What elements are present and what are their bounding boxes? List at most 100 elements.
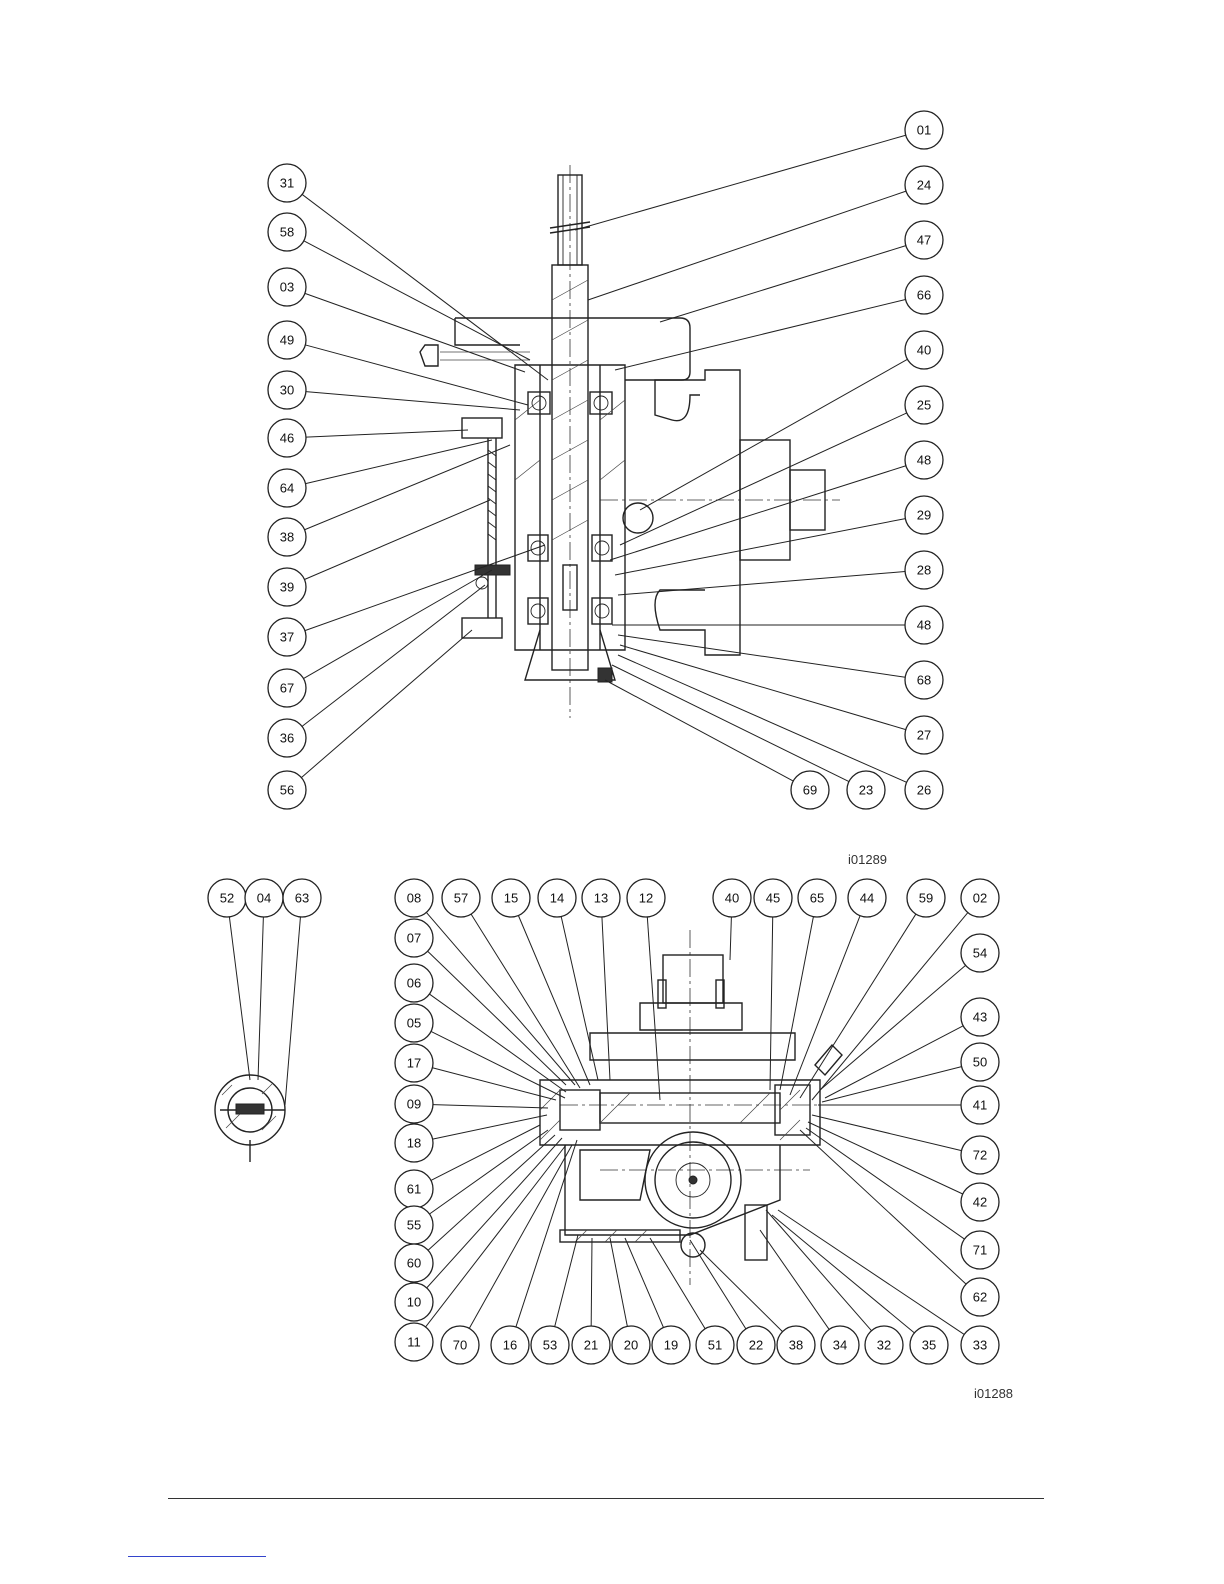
leader-line: [575, 135, 906, 230]
callout-number: 04: [257, 891, 271, 906]
part-callout-57: 57: [442, 879, 480, 917]
callout-number: 38: [789, 1338, 803, 1353]
callout-number: 31: [280, 176, 294, 191]
part-callout-27: 27: [905, 716, 943, 754]
part-callout-01: 01: [905, 111, 943, 149]
part-callout-52: 52: [208, 879, 246, 917]
callout-number: 48: [917, 453, 931, 468]
part-callout-53: 53: [531, 1326, 569, 1364]
callout-number: 30: [280, 383, 294, 398]
callout-number: 53: [543, 1338, 557, 1353]
part-callouts: 0124476640254829284868272623693158034930…: [208, 111, 999, 1364]
callout-number: 22: [749, 1338, 763, 1353]
leader-line: [620, 645, 906, 730]
callout-number: 20: [624, 1338, 638, 1353]
callout-number: 26: [917, 783, 931, 798]
part-callout-37: 37: [268, 618, 306, 656]
part-callout-38: 38: [268, 518, 306, 556]
part-callout-25: 25: [905, 386, 943, 424]
callout-number: 67: [280, 681, 294, 696]
leader-line: [431, 1125, 540, 1180]
part-callout-22: 22: [737, 1326, 775, 1364]
leader-line: [700, 1250, 782, 1332]
leader-line: [790, 916, 860, 1095]
part-callout-48: 48: [905, 606, 943, 644]
callout-number: 56: [280, 783, 294, 798]
callout-number: 64: [280, 481, 294, 496]
leader-line: [730, 917, 731, 960]
part-callout-31: 31: [268, 164, 306, 202]
leader-line: [303, 570, 492, 679]
leader-line: [812, 913, 968, 1100]
callout-number: 70: [453, 1338, 467, 1353]
leader-line: [618, 635, 905, 677]
callout-number: 68: [917, 673, 931, 688]
leader-line: [305, 445, 510, 530]
callout-number: 33: [973, 1338, 987, 1353]
callout-number: 03: [280, 280, 294, 295]
callout-number: 62: [973, 1290, 987, 1305]
footer-link-underline[interactable]: [128, 1556, 266, 1557]
leader-line: [258, 917, 263, 1080]
part-callout-12: 12: [627, 879, 665, 917]
part-callout-43: 43: [961, 998, 999, 1036]
part-callout-42: 42: [961, 1183, 999, 1221]
leader-line: [428, 951, 566, 1085]
part-callout-70: 70: [441, 1326, 479, 1364]
leader-line: [690, 1240, 746, 1329]
part-callout-23: 23: [847, 771, 885, 809]
part-callout-41: 41: [961, 1086, 999, 1124]
leader-line: [429, 994, 566, 1092]
callout-number: 57: [454, 891, 468, 906]
part-callout-64: 64: [268, 469, 306, 507]
leader-line: [772, 1215, 914, 1333]
callout-number: 49: [280, 333, 294, 348]
callout-number: 25: [917, 398, 931, 413]
part-callout-05: 05: [395, 1004, 433, 1042]
part-callout-09: 09: [395, 1085, 433, 1123]
footer-rule: [168, 1498, 1044, 1499]
leader-line: [800, 1130, 966, 1284]
callout-number: 17: [407, 1056, 421, 1071]
leader-line: [555, 1235, 578, 1327]
part-callout-08: 08: [395, 879, 433, 917]
leader-line: [304, 500, 490, 580]
callout-number: 21: [584, 1338, 598, 1353]
part-callout-36: 36: [268, 719, 306, 757]
part-callout-67: 67: [268, 669, 306, 707]
part-callout-02: 02: [961, 879, 999, 917]
callout-number: 34: [833, 1338, 847, 1353]
part-callout-10: 10: [395, 1283, 433, 1321]
part-callout-38: 38: [777, 1326, 815, 1364]
callout-number: 23: [859, 783, 873, 798]
leader-line: [615, 299, 906, 370]
part-callout-60: 60: [395, 1244, 433, 1282]
leader-line: [428, 1135, 555, 1250]
callout-number: 66: [917, 288, 931, 303]
leader-line: [588, 191, 906, 300]
callout-number: 52: [220, 891, 234, 906]
part-callout-45: 45: [754, 879, 792, 917]
part-callout-48: 48: [905, 441, 943, 479]
part-callout-40: 40: [905, 331, 943, 369]
callout-number: 12: [639, 891, 653, 906]
callout-number: 59: [919, 891, 933, 906]
part-callout-62: 62: [961, 1278, 999, 1316]
part-callout-06: 06: [395, 964, 433, 1002]
callout-number: 48: [917, 618, 931, 633]
part-callout-51: 51: [696, 1326, 734, 1364]
callout-number: 40: [725, 891, 739, 906]
part-callout-66: 66: [905, 276, 943, 314]
part-callout-55: 55: [395, 1206, 433, 1244]
part-callout-03: 03: [268, 268, 306, 306]
leader-line: [302, 194, 548, 380]
callout-number: 69: [803, 783, 817, 798]
part-callout-17: 17: [395, 1044, 433, 1082]
callout-number: 51: [708, 1338, 722, 1353]
callout-number: 43: [973, 1010, 987, 1025]
part-callout-29: 29: [905, 496, 943, 534]
part-callout-33: 33: [961, 1326, 999, 1364]
callout-number: 05: [407, 1016, 421, 1031]
part-callout-61: 61: [395, 1170, 433, 1208]
